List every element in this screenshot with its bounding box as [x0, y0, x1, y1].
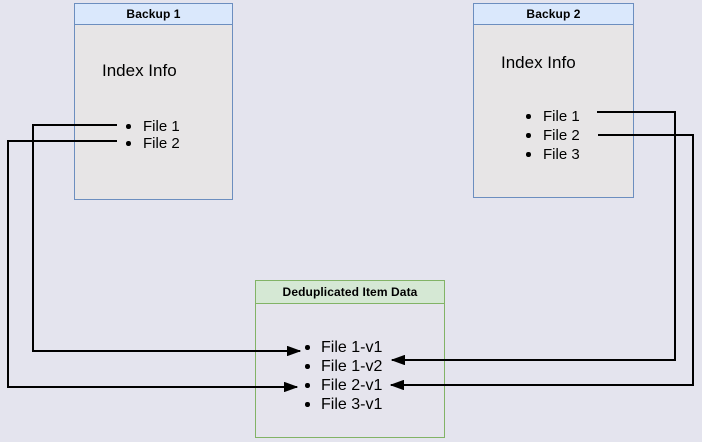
bullet-icon: [126, 124, 131, 129]
bullet-icon: [305, 364, 310, 369]
list-item: File 3: [526, 145, 580, 164]
backup1-header: Backup 1: [75, 4, 232, 25]
bullet-icon: [126, 141, 131, 146]
dedup-file2v1-label: File 2-v1: [321, 377, 383, 394]
list-item: File 1: [126, 118, 180, 135]
list-item: File 1-v1: [305, 338, 382, 357]
backup1-file1-label: File 1: [143, 118, 180, 135]
bullet-icon: [305, 402, 310, 407]
backup2-box: Backup 2 Index Info File 1 File 2 File 3: [473, 3, 634, 198]
bullet-icon: [305, 345, 310, 350]
bullet-icon: [526, 114, 531, 119]
dedup-file1v2-label: File 1-v2: [321, 358, 383, 375]
backup2-header: Backup 2: [474, 4, 633, 25]
bullet-icon: [526, 133, 531, 138]
backup1-title: Backup 1: [126, 7, 181, 21]
backup2-file2-label: File 2: [543, 127, 580, 144]
list-item: File 1-v2: [305, 357, 382, 376]
backup2-file1-label: File 1: [543, 108, 580, 125]
dedup-title: Deduplicated Item Data: [282, 285, 418, 299]
backup1-file2-label: File 2: [143, 135, 180, 152]
list-item: File 2-v1: [305, 376, 382, 395]
dedup-item-list: File 1-v1 File 1-v2 File 2-v1 File 3-v1: [305, 338, 382, 414]
backup2-index-info-label: Index Info: [501, 53, 576, 72]
dedup-header: Deduplicated Item Data: [256, 281, 444, 304]
bullet-icon: [305, 383, 310, 388]
list-item: File 3-v1: [305, 395, 382, 414]
backup2-title: Backup 2: [526, 7, 581, 21]
bullet-icon: [526, 152, 531, 157]
dedup-box: Deduplicated Item Data File 1-v1 File 1-…: [255, 280, 445, 438]
dedup-file3v1-label: File 3-v1: [321, 396, 383, 413]
backup1-box: Backup 1 Index Info File 1 File 2: [74, 3, 233, 200]
backup2-file-list: File 1 File 2 File 3: [526, 107, 580, 164]
list-item: File 2: [526, 126, 580, 145]
list-item: File 1: [526, 107, 580, 126]
backup1-file-list: File 1 File 2: [126, 118, 180, 152]
dedup-file1v1-label: File 1-v1: [321, 339, 383, 356]
list-item: File 2: [126, 135, 180, 152]
backup1-index-info-label: Index Info: [102, 61, 177, 80]
backup2-file3-label: File 3: [543, 146, 580, 163]
